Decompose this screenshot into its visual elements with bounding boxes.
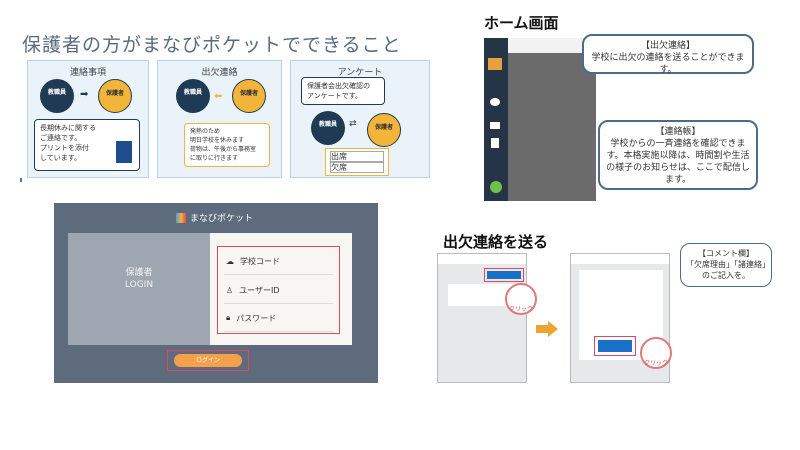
- user-id-input[interactable]: ♙ ユーザーID: [224, 277, 333, 304]
- callout-text: 「欠席理由」「諸連絡」のご記入を。: [686, 260, 766, 280]
- panel-title: 出欠連絡: [201, 68, 238, 78]
- option-absent: 欠席: [330, 162, 384, 173]
- brand-name: まなびポケット: [190, 214, 254, 224]
- option-attend: 出席: [330, 151, 384, 162]
- brand-logo: まなびポケット: [176, 211, 253, 224]
- teacher-avatar: 教職員: [176, 79, 210, 113]
- field-label: ユーザーID: [239, 285, 280, 295]
- guardian-avatar: 保護者: [367, 113, 401, 147]
- click-hint-icon: クリック: [505, 283, 537, 315]
- attendance-screen-1: [437, 253, 527, 383]
- guardian-avatar: 保護者: [232, 79, 266, 113]
- notice-card: [448, 284, 518, 306]
- lock-icon: 🔒︎: [226, 313, 231, 322]
- arrow-right-icon: [536, 321, 558, 337]
- message-icon: [490, 122, 500, 129]
- notebook-icon: [491, 138, 499, 148]
- slide-title: 保護者の方がまなびポケットでできること: [22, 34, 402, 56]
- button-highlight: [594, 336, 636, 356]
- guardian-avatar: 保護者: [98, 79, 132, 113]
- attendance-icon: [490, 98, 500, 106]
- callout-notebook: 【連絡帳】 学校からの一斉連絡を確認できます。本格実施以降は、時間割や生活の様子…: [598, 120, 758, 190]
- divider: [20, 178, 22, 182]
- message-bubble: 保護者会出欠確認の アンケートです。: [301, 77, 385, 105]
- arrow-right-icon: ➡: [80, 89, 89, 100]
- feature-panel-attendance: 出欠連絡 教職員 ⬅ 保護者 発熱のため 明日学校を休みます 荷物は、午後から事…: [157, 60, 282, 178]
- field-label: パスワード: [236, 313, 277, 323]
- field-label: 学校コード: [240, 256, 280, 266]
- feature-panel-notice: 連絡事項 教職員 ➡ 保護者 長期休みに関する ご連絡です。 プリントを添付 し…: [27, 60, 149, 178]
- school-code-input[interactable]: ☁ 学校コード: [224, 248, 333, 275]
- button-highlight: [484, 268, 524, 282]
- exchange-arrows-icon: ⇄: [349, 119, 357, 129]
- submit-button[interactable]: [598, 340, 632, 352]
- header-bar: [508, 38, 596, 53]
- header-bar: [571, 254, 669, 264]
- password-input[interactable]: 🔒︎ パスワード: [224, 305, 333, 332]
- login-button-highlight: ログイン: [167, 350, 249, 371]
- login-form: ☁ 学校コード ♙ ユーザーID 🔒︎ パスワード: [210, 233, 352, 345]
- panel-title: 連絡事項: [69, 68, 106, 78]
- callout-comment: 【コメント欄】 「欠席理由」「諸連絡」のご記入を。: [680, 243, 772, 287]
- login-label: LOGIN: [124, 280, 154, 290]
- callout-text: 学校に出欠の連絡を送ることができます。: [591, 53, 745, 75]
- attendance-screen-2: [570, 253, 670, 383]
- document-icon: [116, 141, 132, 163]
- feature-panel-survey: アンケート 保護者会出欠確認の アンケートです。 教職員 ⇄ 保護者 出席 欠席: [290, 60, 430, 178]
- panel-title: アンケート: [337, 68, 383, 78]
- cloud-icon: ☁: [226, 256, 234, 266]
- callout-heading: 【コメント欄】: [698, 249, 754, 258]
- callout-text: 学校からの一斉連絡を確認できます。本格実施以降は、時間割や生活の様子のお知らせは…: [606, 139, 750, 185]
- login-button[interactable]: ログイン: [174, 354, 242, 367]
- message-bubble: 発熱のため 明日学校を休みます 荷物は、午後から事務室 に取りに行きます: [184, 123, 270, 167]
- callout-heading: 【連絡帳】: [655, 127, 701, 137]
- app-icon: [488, 58, 502, 70]
- header-bar: [438, 254, 526, 264]
- survey-options: 出席 欠席: [325, 148, 389, 176]
- teacher-avatar: 教職員: [40, 79, 74, 113]
- role-label: 保護者: [125, 268, 153, 278]
- login-left-pane: 保護者 LOGIN: [68, 233, 210, 345]
- click-hint-icon: クリック: [640, 337, 672, 369]
- avatar: [490, 181, 502, 193]
- attendance-report-button[interactable]: [487, 271, 521, 279]
- send-title: 出欠連絡を送る: [443, 233, 549, 251]
- teacher-avatar: 教職員: [311, 111, 345, 145]
- callout-heading: 【出欠連絡】: [640, 41, 695, 51]
- login-screen: まなびポケット 保護者 LOGIN ☁ 学校コード ♙ ユーザーID 🔒︎ パスワード…: [54, 203, 378, 383]
- user-icon: ♙: [226, 285, 234, 295]
- logo-icon: [176, 212, 186, 223]
- fields-highlight: ☁ 学校コード ♙ ユーザーID 🔒︎ パスワード: [217, 246, 340, 334]
- callout-attendance: 【出欠連絡】 学校に出欠の連絡を送ることができます。: [582, 34, 754, 75]
- home-title: ホーム画面: [484, 14, 559, 32]
- home-screenshot: [484, 38, 596, 201]
- arrow-left-icon: ⬅: [214, 91, 223, 102]
